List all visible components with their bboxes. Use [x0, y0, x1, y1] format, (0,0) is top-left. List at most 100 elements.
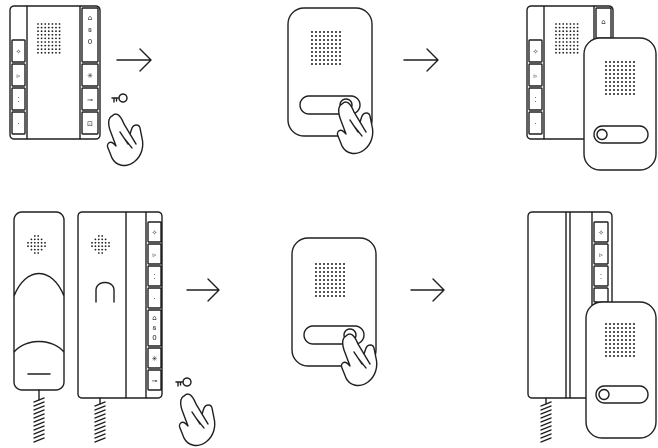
pointing-hand-icon	[340, 333, 378, 387]
grille-dot	[319, 279, 321, 281]
grille-dot	[323, 63, 325, 65]
grille-dot	[573, 51, 575, 54]
grille-dot	[621, 65, 623, 67]
grille-dot	[633, 73, 635, 75]
svg-text:✧: ✧	[152, 229, 158, 237]
grille-dot	[562, 44, 565, 47]
grille-dot	[33, 238, 36, 241]
grille-dot	[633, 327, 635, 329]
door-station-1	[287, 7, 373, 137]
grille-dot	[629, 339, 631, 341]
grille-dot	[605, 347, 607, 349]
grille-dot	[40, 241, 43, 244]
speaker-grille	[555, 23, 579, 54]
grille-dot	[101, 245, 104, 248]
grille-dot	[565, 51, 568, 54]
svg-text:⁚: ⁚	[153, 273, 155, 281]
grille-dot	[629, 331, 631, 333]
grille-dot	[44, 44, 47, 47]
grille-dot	[609, 65, 611, 67]
grille-dot	[617, 65, 619, 67]
grille-dot	[335, 275, 337, 277]
grille-dot	[327, 43, 329, 45]
grille-dot	[609, 73, 611, 75]
grille-dot	[94, 245, 97, 248]
grille-dot	[609, 81, 611, 83]
grille-dot	[27, 245, 29, 248]
svg-text:⌂: ⌂	[152, 314, 156, 322]
grille-dot	[311, 51, 313, 53]
grille-dot	[569, 30, 572, 33]
grille-dot	[621, 85, 623, 87]
grille-dot	[558, 48, 561, 51]
grille-dot	[629, 73, 631, 75]
grille-dot	[339, 279, 341, 281]
grille-dot	[633, 81, 635, 83]
grille-dot	[55, 51, 57, 54]
grille-dot	[605, 339, 607, 341]
grille-dot	[633, 339, 635, 341]
grille-dot	[569, 37, 572, 40]
grille-dot	[91, 241, 93, 244]
grille-dot	[108, 245, 110, 248]
svg-text:⊸: ⊸	[87, 96, 93, 104]
grille-dot	[319, 263, 321, 265]
grille-dot	[613, 81, 615, 83]
grille-dot	[335, 31, 337, 33]
grille-dot	[625, 343, 627, 345]
grille-dot	[327, 39, 329, 41]
grille-dot	[629, 335, 631, 337]
grille-dot	[331, 279, 333, 281]
grille-dot	[30, 241, 33, 244]
grille-dot	[617, 61, 619, 63]
grille-dot	[613, 61, 615, 63]
grille-dot	[327, 279, 329, 281]
grille-dot	[327, 275, 329, 277]
grille-dot	[104, 245, 107, 248]
grille-dot	[565, 30, 568, 33]
grille-dot	[562, 23, 565, 25]
grille-dot	[311, 31, 313, 33]
grille-dot	[339, 43, 341, 45]
grille-dot	[33, 248, 36, 251]
grille-dot	[633, 93, 635, 95]
grille-dot	[335, 35, 337, 37]
grille-dot	[562, 33, 565, 36]
grille-dot	[331, 51, 333, 53]
grille-dot	[37, 44, 39, 47]
grille-dot	[97, 245, 100, 248]
grille-dot	[629, 89, 631, 91]
grille-dot	[55, 23, 57, 25]
grille-dot	[55, 26, 57, 29]
grille-dot	[625, 89, 627, 91]
grille-dot	[609, 335, 611, 337]
svg-text:ꞩ: ꞩ	[88, 26, 92, 34]
grille-dot	[343, 283, 345, 285]
grille-dot	[47, 48, 50, 51]
grille-dot	[37, 26, 39, 29]
grille-dot	[565, 48, 568, 51]
grille-dot	[319, 43, 321, 45]
grille-dot	[555, 23, 557, 25]
grille-dot	[609, 343, 611, 345]
grille-dot	[311, 55, 313, 57]
grille-dot	[335, 59, 337, 61]
grille-dot	[37, 33, 39, 36]
pointing-hand-icon	[336, 101, 374, 155]
svg-text:·: ·	[534, 120, 536, 128]
grille-dot	[562, 30, 565, 33]
grille-dot	[40, 26, 43, 29]
grille-dot	[621, 73, 623, 75]
grille-dot	[331, 291, 333, 293]
grille-dot	[37, 248, 40, 251]
grille-dot	[331, 283, 333, 285]
grille-dot	[555, 51, 557, 54]
grille-dot	[617, 331, 619, 333]
key-icon	[111, 93, 128, 103]
grille-dot	[327, 35, 329, 37]
grille-dot	[605, 343, 607, 345]
grille-dot	[323, 51, 325, 53]
grille-dot	[339, 267, 341, 269]
grille-dot	[47, 44, 50, 47]
